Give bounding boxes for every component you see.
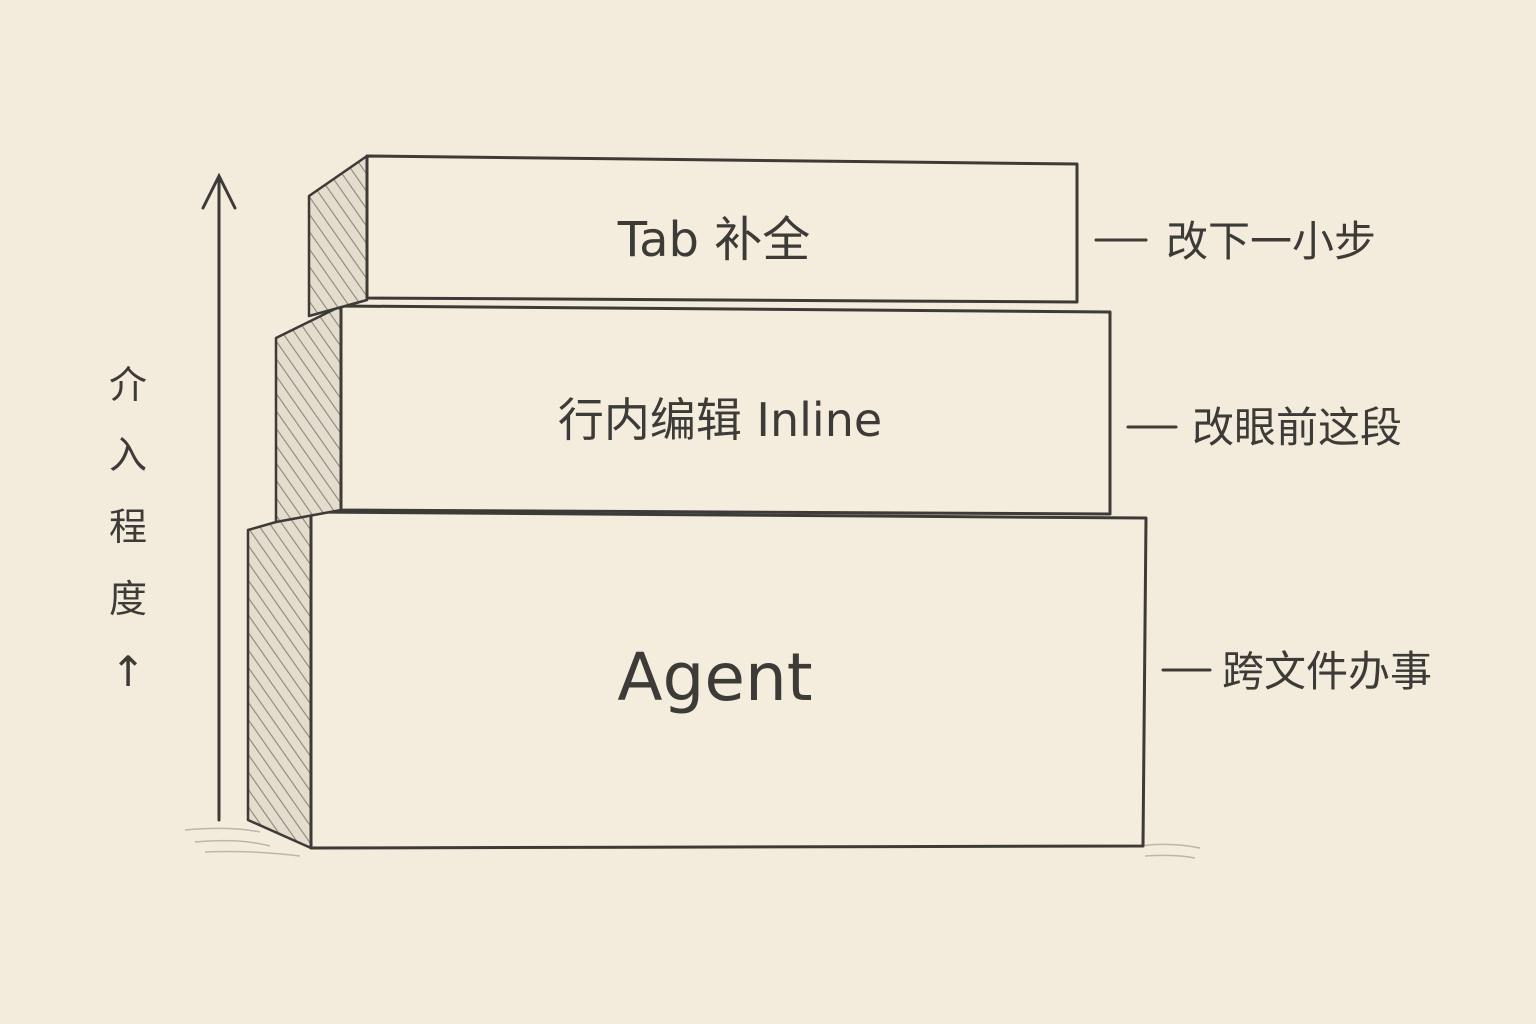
axis-label-char: 介: [109, 363, 147, 407]
note-tab: 改下一小步: [1166, 217, 1376, 266]
layer-agent: Agent: [246, 510, 1148, 850]
axis-label-char: 度: [109, 577, 147, 621]
axis-label-char: 程: [109, 505, 147, 549]
layer-agent-title: Agent: [617, 639, 812, 716]
layer-tab-title: Tab 补全: [617, 212, 811, 268]
layer-agent-front: [309, 510, 1148, 850]
layer-inline-side: [274, 304, 343, 524]
note-agent: 跨文件办事: [1222, 647, 1432, 696]
layer-tab-front: [365, 154, 1079, 304]
layer-notes: 改下一小步 改眼前这段 跨文件办事: [1094, 217, 1432, 696]
layer-agent-side: [246, 510, 313, 850]
axis-label: 介 入 程 度 ↑: [109, 363, 147, 696]
layer-tab: Tab 补全: [307, 154, 1079, 318]
axis-label-char: 入: [109, 433, 147, 477]
axis-arrowhead: [201, 172, 237, 210]
layer-inline: 行内编辑 Inline: [274, 304, 1112, 524]
axis-small-arrow: ↑: [110, 647, 145, 696]
ground-shading: [184, 827, 1201, 859]
note-inline: 改眼前这段: [1192, 403, 1402, 452]
layer-tab-side: [307, 154, 369, 318]
intervention-axis: [201, 172, 237, 822]
layer-inline-title: 行内编辑 Inline: [558, 393, 882, 447]
layer-inline-front: [339, 304, 1112, 516]
